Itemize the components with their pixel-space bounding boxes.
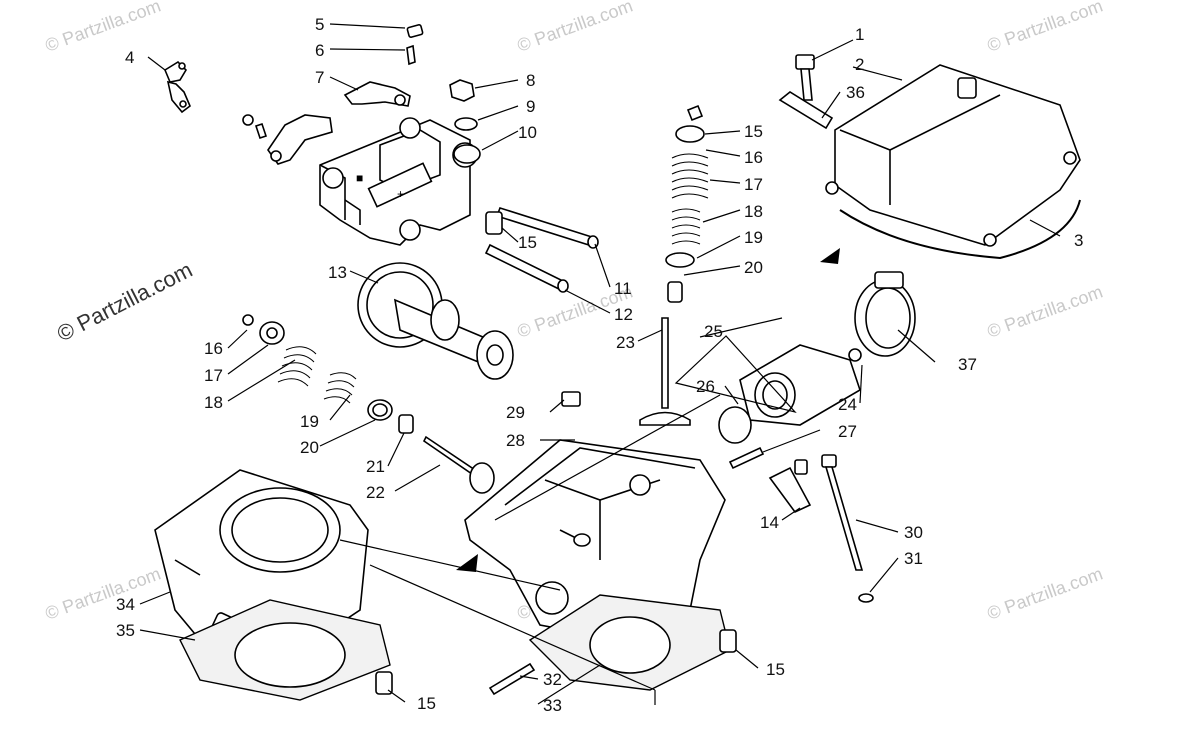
valve-spring-set-left <box>242 314 414 434</box>
callout-20-right: 19 <box>744 228 763 247</box>
bolt-part-1 <box>795 54 815 101</box>
watermark-top-center: © Partzilla.com <box>515 0 636 56</box>
dowel-pin-right <box>719 629 737 653</box>
callout-20-left: 20 <box>300 438 319 457</box>
stud-part-27 <box>728 446 765 470</box>
camshaft-part-13 <box>357 262 514 380</box>
callout-15-top: 15 <box>518 233 537 252</box>
callout-16-left: 16 <box>204 339 223 358</box>
stud-part-32 <box>488 662 536 696</box>
watermark-bottom-left: © Partzilla.com <box>43 563 164 623</box>
callout-5: 5 <box>315 15 324 34</box>
dowel-pin-left <box>375 671 393 695</box>
svg-text:+: + <box>397 187 404 201</box>
cylinder-head-part-28 <box>464 391 726 641</box>
callout-13: 13 <box>328 263 347 282</box>
watermark-main: © Partzilla.com <box>53 257 196 347</box>
bolt-part-30 <box>821 454 864 571</box>
callout-labels: 4 5 6 7 8 9 10 15 11 12 13 16 17 18 19 2… <box>116 15 1083 715</box>
callout-37: 37 <box>958 355 977 374</box>
watermark-top-right: © Partzilla.com <box>985 0 1106 56</box>
callout-9: 9 <box>526 97 535 116</box>
callout-11: 11 <box>614 279 632 298</box>
base-gasket-part-35 <box>179 599 391 701</box>
callout-33: 33 <box>543 696 562 715</box>
callout-31: 31 <box>904 549 923 568</box>
intake-pipe-part-25 <box>718 344 862 444</box>
spark-plug-part-14 <box>768 459 812 514</box>
callout-18-right: 17 <box>744 175 763 194</box>
callout-19-left: 19 <box>300 412 319 431</box>
callout-28: 28 <box>506 431 525 450</box>
callout-36: 36 <box>846 83 865 102</box>
callout-12: 12 <box>614 305 633 324</box>
callout-24: 24 <box>838 395 857 414</box>
callout-15-left: 15 <box>417 694 436 713</box>
rocker-shaft-holder: ■ + <box>319 117 478 246</box>
watermark-mid-right: © Partzilla.com <box>985 281 1106 341</box>
callout-16-right: 15 <box>744 122 763 141</box>
valve-spring-set-right <box>665 104 709 303</box>
callout-35: 35 <box>116 621 135 640</box>
callout-21-left: 21 <box>366 457 385 476</box>
callout-21-right: 20 <box>744 258 763 277</box>
cylinder-part-34 <box>154 469 369 651</box>
callout-18-left: 18 <box>204 393 223 412</box>
callout-6: 6 <box>315 41 324 60</box>
callout-32: 32 <box>543 670 562 689</box>
callout-2: 2 <box>855 55 864 74</box>
callout-25: 25 <box>704 322 723 341</box>
cylinder-head-cover-part-2 <box>825 64 1081 260</box>
callout-14: 14 <box>760 513 779 532</box>
leader-lines <box>139 23 1061 705</box>
callout-8: 8 <box>526 71 535 90</box>
valve-part-23 <box>639 317 691 426</box>
watermark-top-left: © Partzilla.com <box>43 0 164 56</box>
callout-19-right: 18 <box>744 202 763 221</box>
callout-27: 27 <box>838 422 857 441</box>
callout-4: 4 <box>125 48 134 67</box>
callout-1: 1 <box>855 25 864 44</box>
svg-text:■: ■ <box>356 171 363 185</box>
front-arrow-cover <box>820 248 840 264</box>
callout-22: 22 <box>366 483 385 502</box>
rocker-shafts <box>484 207 599 293</box>
callout-15-right: 15 <box>766 660 785 679</box>
clamp-part-37 <box>854 271 916 357</box>
valve-part-22 <box>422 435 495 494</box>
callout-29: 29 <box>506 403 525 422</box>
callout-23: 23 <box>616 333 635 352</box>
small-fasteners-top <box>242 24 481 164</box>
callout-17-right: 16 <box>744 148 763 167</box>
callout-17-left: 17 <box>204 366 223 385</box>
washer-part-31 <box>858 593 874 603</box>
front-arrow-head <box>456 554 478 572</box>
callout-26: 26 <box>696 377 715 396</box>
bracket-part-36 <box>778 91 834 130</box>
head-gasket-part-33 <box>528 594 731 691</box>
parts-drawing: ■ + <box>139 23 1081 705</box>
callout-34: 34 <box>116 595 135 614</box>
bracket-part-4 <box>163 60 191 114</box>
watermark-bottom-right: © Partzilla.com <box>985 563 1106 623</box>
callout-7: 7 <box>315 68 324 87</box>
callout-30: 30 <box>904 523 923 542</box>
callout-10: 10 <box>518 123 537 142</box>
rocker-arms-part-7 <box>267 81 411 165</box>
callout-3: 3 <box>1074 231 1083 250</box>
